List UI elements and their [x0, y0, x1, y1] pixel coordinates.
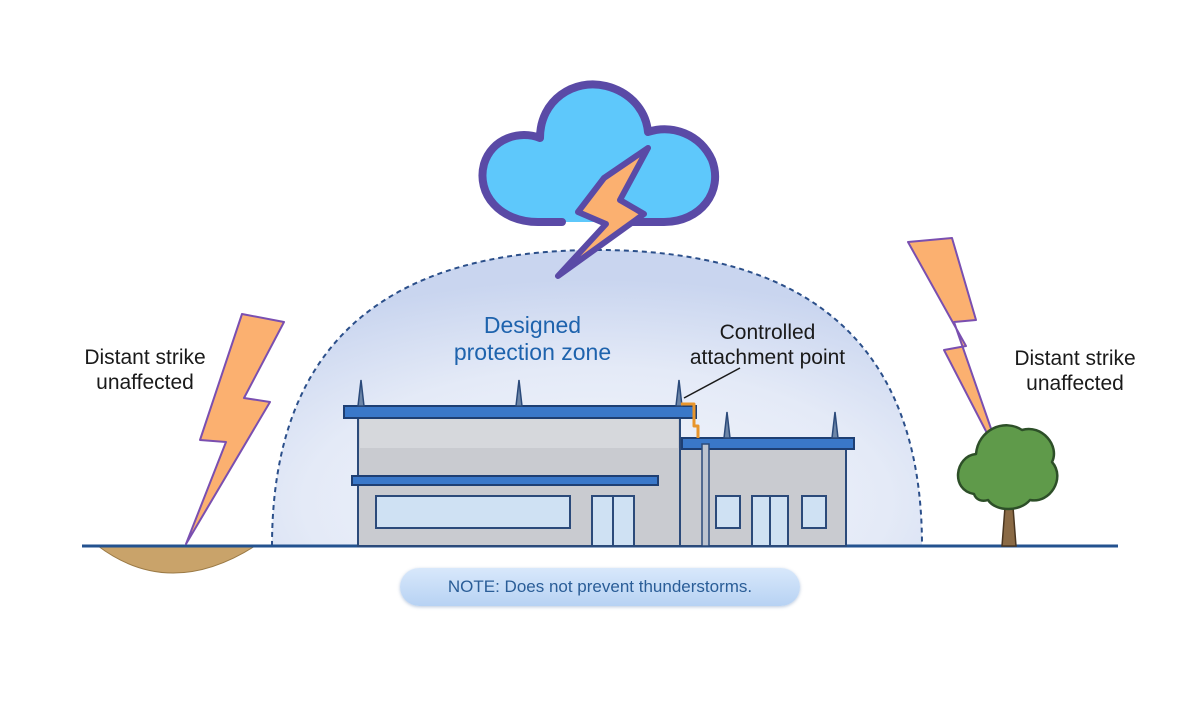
air-terminal: [831, 411, 839, 439]
air-terminal: [357, 379, 365, 407]
right-lightning-bolt-icon: [907, 237, 1005, 467]
right-strike-label-line-1: Distant strike: [1014, 347, 1136, 370]
attachment-point-label-line-1: Controlled: [719, 321, 816, 344]
left-lightning-bolt-icon: [185, 313, 285, 545]
strike-ground-mound: [96, 545, 257, 574]
attachment-point-label-line-2: attachment point: [689, 345, 846, 369]
left-strike-label-line-2: unaffected: [96, 370, 194, 394]
left-strike-label-line-1: Distant strike: [84, 346, 206, 369]
protection-zone-label-line-1: Designed: [483, 312, 582, 338]
right-strike-label: Distant strike unaffected: [990, 347, 1160, 396]
air-terminal: [675, 379, 683, 407]
air-terminal: [515, 379, 523, 407]
protection-zone-label-line-2: protection zone: [453, 338, 612, 365]
protection-zone-label: Designed protection zone: [420, 312, 645, 366]
storm-cloud-icon: [478, 80, 720, 226]
attachment-leader-line: [683, 367, 741, 399]
attachment-point-label: Controlled attachment point: [680, 321, 855, 370]
cloud-lightning-bolt-icon: [555, 145, 651, 279]
left-strike-label: Distant strike unaffected: [60, 346, 230, 395]
attachment-conductor: [681, 402, 700, 438]
building-icon: [343, 405, 855, 547]
tree-icon: [956, 424, 1059, 547]
note-text: NOTE: Does not prevent thunderstorms.: [447, 577, 753, 596]
right-strike-label-line-2: unaffected: [1026, 371, 1124, 395]
air-terminals: [357, 379, 839, 439]
air-terminal: [723, 411, 731, 439]
note-badge: NOTE: Does not prevent thunderstorms.: [400, 568, 800, 606]
